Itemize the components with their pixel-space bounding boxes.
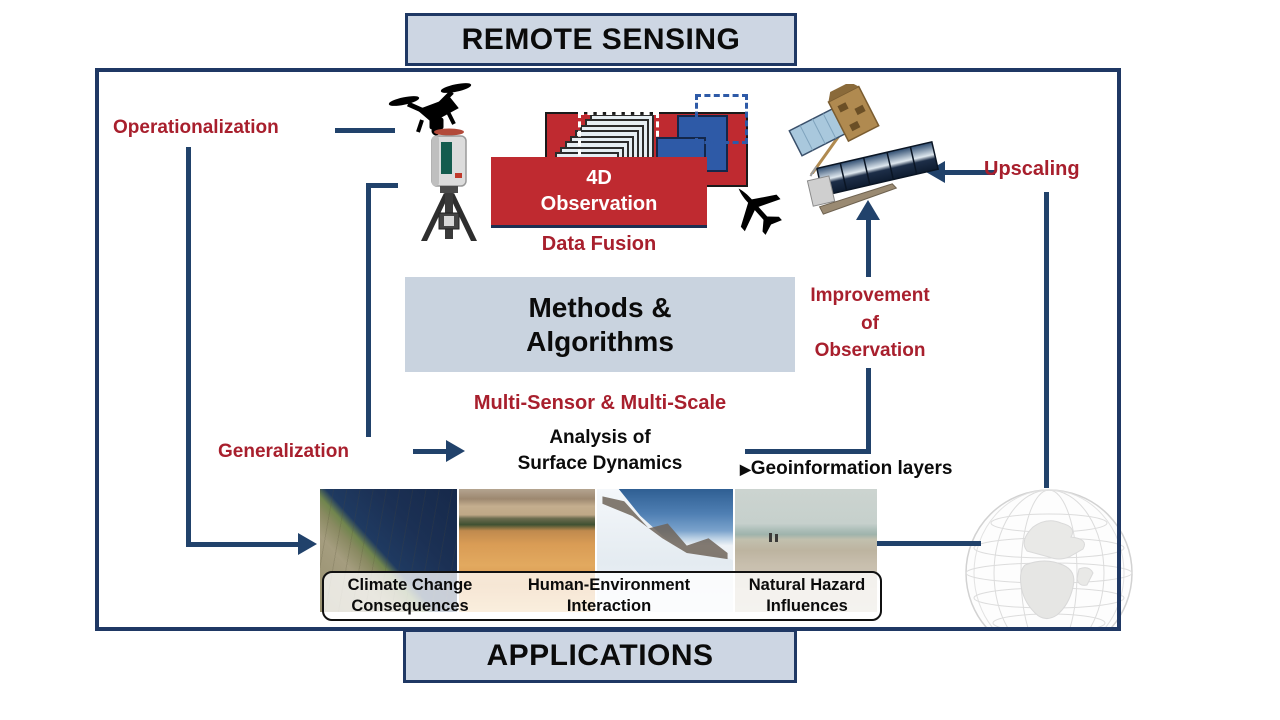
remote-sensing-title: REMOTE SENSING [461,22,741,56]
observation-4d-line1: 4D [586,167,612,189]
improvement-arrowhead-icon [856,200,880,220]
data-fusion-label: Data Fusion [541,233,657,255]
applications-title: APPLICATIONS [486,639,714,672]
label-climate-change: Climate Change Consequences [332,575,488,616]
geoinformation-text: Geoinformation layers [750,458,953,479]
airplane-icon [738,188,782,235]
label-line: Consequences [351,596,469,615]
remote-sensing-title-box: REMOTE SENSING [405,13,797,66]
person-silhouette [775,534,778,542]
upscaling-vertical-line [1044,192,1049,488]
satellite-solar-array-icon [806,140,940,215]
label-natural-hazard: Natural Hazard Influences [732,575,882,616]
improvement-label: Improvement of Observation [795,282,945,365]
improvement-line-horizontal [745,449,871,454]
dashed-selection-blue-icon [695,94,748,144]
label-line: Climate Change [347,576,473,594]
observation-4d-box: 4D Observation [491,157,707,228]
label-line: Human-Environment [527,576,691,594]
improvement-line3: Observation [814,340,926,362]
improvement-line2: of [861,312,879,334]
analysis-line1: Analysis of [549,427,651,448]
left-loop-horizontal-line [186,542,298,547]
analysis-label: Analysis of Surface Dynamics [470,425,730,476]
photos-to-globe-line [877,541,981,546]
label-line: Influences [766,596,848,615]
generalization-label: Generalization [218,441,349,462]
observation-4d-line2: Observation [540,193,658,215]
laser-scanner-icon [421,128,477,241]
applications-title-box: APPLICATIONS [403,629,797,683]
analysis-line2: Surface Dynamics [517,452,683,474]
label-human-environment: Human-Environment Interaction [509,575,709,616]
triangle-bullet-icon: ▶ [740,461,751,477]
left-loop-arrowhead-icon [298,533,317,555]
sensor-link-horizontal-line [366,183,398,188]
improvement-line1: Improvement [810,285,930,306]
improvement-line-lower [866,368,871,454]
person-silhouette [769,533,772,542]
globe-clip [963,487,1135,627]
improvement-line-upper [866,219,871,277]
multi-sensor-label: Multi-Sensor & Multi-Scale [473,392,727,414]
generalization-line [413,449,447,454]
operationalization-line [335,128,395,133]
sensor-link-vertical-line [366,183,371,437]
satellite-icon [788,84,880,174]
upscaling-line [945,170,995,175]
application-labels-box: Climate Change Consequences Human-Enviro… [322,571,882,621]
label-line: Natural Hazard [748,576,866,594]
generalization-arrowhead-icon [446,440,465,462]
methods-algorithms-box: Methods & Algorithms [405,277,795,372]
upscaling-label: Upscaling [984,158,1080,180]
label-line: Interaction [566,596,652,615]
methods-line2: Algorithms [526,325,674,357]
left-loop-vertical-line [186,147,191,547]
operationalization-label: Operationalization [113,117,279,138]
geoinformation-label: ▶Geoinformation layers [740,458,1030,480]
globe-icon [965,489,1133,627]
methods-line1: Methods & [528,291,672,323]
